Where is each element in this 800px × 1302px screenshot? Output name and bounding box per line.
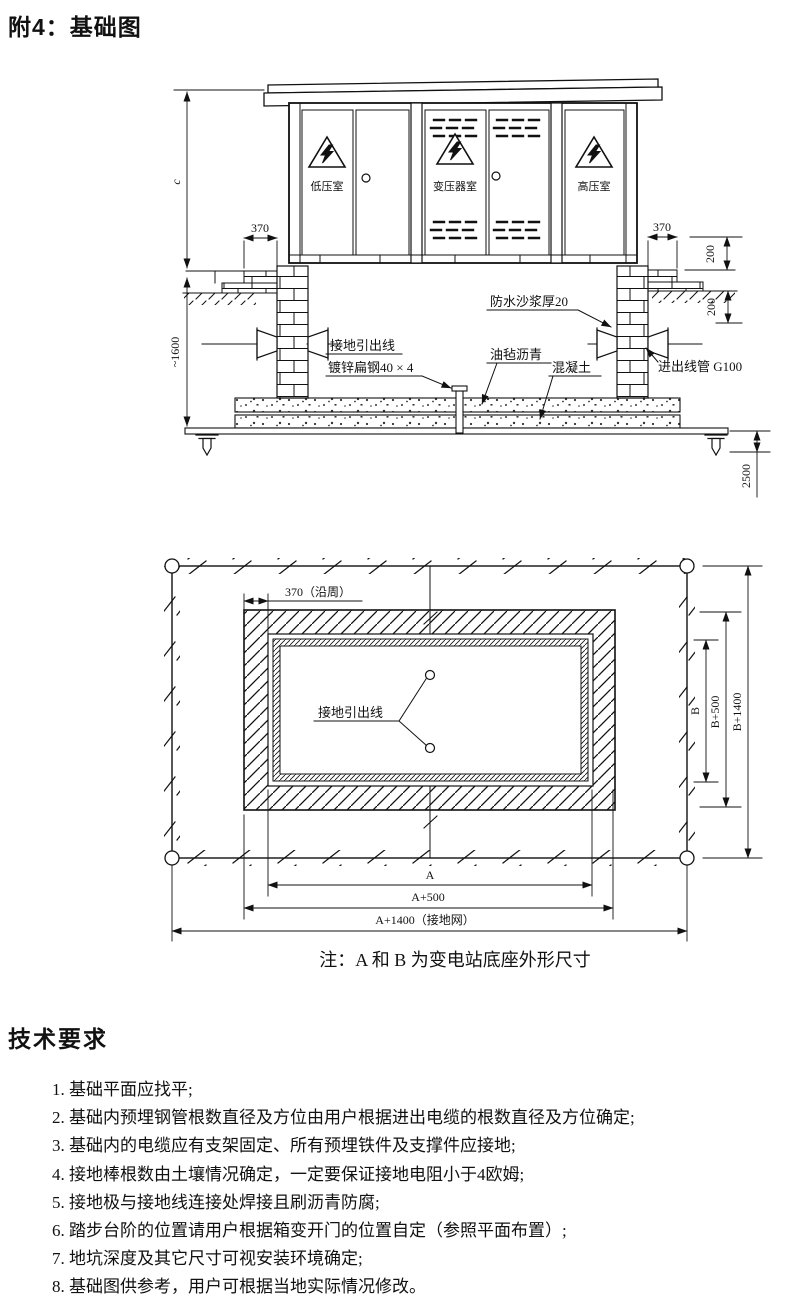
dim-2500: 2500 bbox=[729, 430, 771, 498]
svg-text:混凝土: 混凝土 bbox=[552, 360, 591, 375]
svg-text:370: 370 bbox=[251, 221, 269, 235]
svg-text:进出线管 G100: 进出线管 G100 bbox=[658, 359, 742, 374]
svg-text:B: B bbox=[688, 707, 702, 715]
elevation-view: 低压室 变压器室 高压室 bbox=[168, 78, 771, 498]
dim-B: B bbox=[688, 639, 719, 783]
svg-text:200: 200 bbox=[703, 245, 717, 263]
roof bbox=[263, 78, 663, 107]
svg-text:~1600: ~1600 bbox=[168, 337, 182, 368]
plan-ground-leads: 接地引出线 bbox=[313, 669, 436, 754]
ground-rod bbox=[704, 434, 728, 456]
grid-corner bbox=[679, 850, 695, 866]
svg-text:A: A bbox=[426, 868, 435, 882]
svg-text:镀锌扁钢40 × 4: 镀锌扁钢40 × 4 bbox=[328, 360, 414, 375]
dim-B500: B+500 bbox=[699, 611, 742, 808]
svg-text:A+500: A+500 bbox=[411, 890, 444, 904]
svg-text:接地引出线: 接地引出线 bbox=[330, 338, 395, 353]
dim-370-band: 370（沿周） bbox=[243, 585, 363, 634]
tech-item-2: 2. 基础内预埋钢管根数直径及方位由用户根据进出电缆的根数直径及方位确定; bbox=[52, 1108, 635, 1128]
page-title: 附4：基础图 bbox=[8, 14, 142, 40]
dim-370-right: 370 bbox=[647, 220, 678, 269]
right-ledge bbox=[647, 269, 738, 303]
tech-item-7: 7. 地坑深度及其它尺寸可视安装环境确定; bbox=[52, 1249, 363, 1269]
dim-A500: A+500 bbox=[243, 789, 614, 920]
dim-370-left: 370 bbox=[243, 221, 278, 269]
svg-text:B+1400: B+1400 bbox=[730, 693, 744, 732]
label-concrete: 混凝土 bbox=[539, 360, 602, 420]
foundation-drawing: 低压室 变压器室 高压室 bbox=[164, 78, 771, 970]
dim-200-upper: 200 bbox=[689, 236, 743, 271]
grid-corner bbox=[164, 558, 180, 574]
tech-requirements-heading: 技术要求 bbox=[8, 1026, 108, 1052]
tech-item-3: 3. 基础内的电缆应有支架固定、所有预埋铁件及支撑件应接地; bbox=[52, 1136, 516, 1156]
plan-ground-lead-label: 接地引出线 bbox=[318, 705, 383, 720]
svg-text:B+500: B+500 bbox=[708, 696, 722, 729]
grid-corner bbox=[679, 558, 695, 574]
grid-corner bbox=[164, 850, 180, 866]
dim-A1400: A+1400（接地网） bbox=[171, 865, 688, 942]
svg-text:防水沙浆厚20: 防水沙浆厚20 bbox=[490, 294, 568, 309]
foundation-wall-ring bbox=[243, 609, 616, 811]
tech-item-4: 4. 接地棒根数由土壤情况确定，一定要保证接地电阻小于4欧姆; bbox=[52, 1164, 525, 1184]
svg-text:c: c bbox=[169, 179, 183, 185]
dim-200-lower: 200 bbox=[704, 290, 743, 324]
grounding-grid bbox=[164, 558, 695, 866]
svg-text:油毡沥青: 油毡沥青 bbox=[490, 347, 542, 362]
label-conduit: 进出线管 G100 bbox=[645, 347, 742, 374]
svg-text:370（沿周）: 370（沿周） bbox=[285, 585, 351, 599]
room-label-transformer: 变压器室 bbox=[433, 179, 477, 193]
plan-view: 接地引出线 370（沿周） B B+500 bbox=[164, 558, 763, 970]
svg-text:370: 370 bbox=[653, 220, 671, 234]
dim-depth-1600: ~1600 bbox=[168, 277, 191, 427]
left-steps bbox=[182, 270, 278, 305]
door-knob bbox=[361, 173, 371, 183]
tech-requirements-list: 1. 基础平面应找平; 2. 基础内预埋钢管根数直径及方位由用户根据进出电缆的根… bbox=[52, 1076, 782, 1302]
plan-note: 注：A 和 B 为变电站底座外形尺寸 bbox=[319, 950, 591, 970]
tech-item-5: 5. 接地极与接地线连接处焊接且刷沥青防腐; bbox=[52, 1192, 380, 1212]
ground-rod bbox=[195, 434, 219, 456]
room-label-hv: 高压室 bbox=[578, 179, 611, 193]
tech-item-1: 1. 基础平面应找平; bbox=[52, 1080, 193, 1099]
label-asphalt-felt: 油毡沥青 bbox=[481, 347, 552, 405]
label-ground-lead: 接地引出线 镀锌扁钢40 × 4 bbox=[325, 338, 452, 389]
door-knob bbox=[491, 171, 501, 181]
svg-text:2500: 2500 bbox=[739, 464, 753, 488]
dim-c: c bbox=[169, 89, 265, 269]
brick-piers bbox=[276, 265, 649, 399]
dim-B1400: B+1400 bbox=[702, 565, 763, 859]
tech-item-6: 6. 踏步台阶的位置请用户根据箱变开门的位置自定（参照平面布置）; bbox=[52, 1221, 567, 1241]
grounding-lead-bar bbox=[451, 385, 468, 434]
label-waterproof-mortar: 防水沙浆厚20 bbox=[486, 294, 612, 328]
substation-cabinet: 低压室 变压器室 高压室 bbox=[288, 102, 638, 264]
svg-text:A+1400（接地网）: A+1400（接地网） bbox=[375, 912, 474, 927]
room-label-lv: 低压室 bbox=[311, 179, 344, 193]
tech-item-8: 8. 基础图供参考，用户可根据当地实际情况修改。 bbox=[52, 1277, 426, 1297]
conduit-pipe bbox=[201, 327, 703, 361]
dim-A: A bbox=[267, 789, 593, 897]
svg-text:200: 200 bbox=[704, 298, 718, 316]
